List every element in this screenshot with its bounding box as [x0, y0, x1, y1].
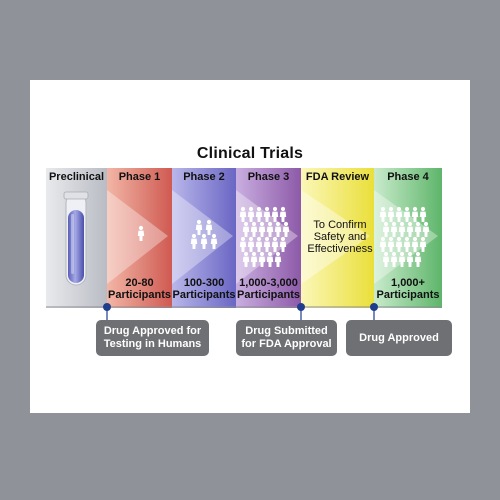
milestone-callout-fda-submission: Drug Submitted for FDA Approval	[236, 320, 337, 356]
milestone-dot	[297, 303, 305, 311]
stage-panel-fda-review	[301, 168, 374, 308]
stage-header-phase-3: Phase 3	[247, 171, 290, 183]
arrow-chevron-icon	[301, 190, 370, 284]
participants-label-phase-4: 1,000+ Participants	[376, 277, 440, 301]
diagram-title: Clinical Trials	[196, 145, 304, 162]
test-tube-icon	[63, 191, 89, 286]
milestone-callout-testing-in-humans: Drug Approved for Testing in Humans	[96, 320, 209, 356]
stage-header-phase-4: Phase 4	[387, 171, 429, 183]
participants-label-phase-2: 100-300 Participants	[172, 277, 236, 301]
milestone-dot	[103, 303, 111, 311]
stage-header-phase-1: Phase 1	[118, 171, 161, 183]
fda-review-description: To Confirm Safety and Effectiveness	[307, 219, 373, 255]
participants-label-phase-3: 1,000-3,000 Participants	[237, 277, 300, 301]
milestone-callout-drug-approved: Drug Approved	[346, 320, 452, 356]
participants-label-phase-1: 20-80 Participants	[108, 277, 171, 301]
stage-header-preclinical: Preclinical	[48, 171, 105, 183]
arrow-chevron-icon	[107, 190, 168, 284]
stage-header-fda-review: FDA Review	[305, 171, 370, 183]
milestone-dot	[370, 303, 378, 311]
stage-header-phase-2: Phase 2	[183, 171, 225, 183]
